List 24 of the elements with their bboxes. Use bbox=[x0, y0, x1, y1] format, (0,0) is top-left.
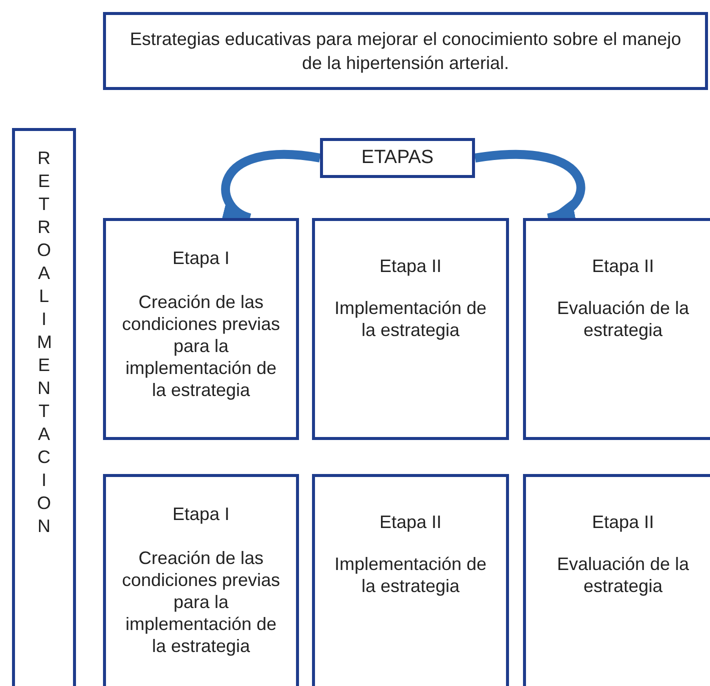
stage-box bbox=[312, 218, 509, 440]
stage-heading: Etapa II bbox=[379, 511, 442, 533]
stage-box bbox=[523, 218, 710, 440]
label-box bbox=[320, 138, 475, 178]
stage-description: Implementación de la estrategia bbox=[333, 297, 488, 341]
side-banner bbox=[12, 128, 76, 686]
stage-heading: Etapa II bbox=[592, 511, 654, 533]
stage-description: Creación de las condiciones previas para la implementación de la estrategia bbox=[120, 291, 282, 401]
stage-heading: Etapa I bbox=[172, 247, 230, 269]
stage-box bbox=[103, 218, 299, 440]
banner-text: RETROALIMENTACION bbox=[37, 147, 51, 538]
stage-box bbox=[523, 474, 710, 686]
label-text: ETAPAS bbox=[361, 147, 434, 169]
title-box bbox=[103, 12, 708, 90]
stage-heading: Etapa I bbox=[172, 503, 230, 525]
stage-heading: Etapa II bbox=[379, 255, 442, 277]
stage-box bbox=[312, 474, 509, 686]
stage-description: Creación de las condiciones previas para la implementación de la estrategia bbox=[120, 547, 282, 657]
stage-description: Evaluación de la estrategia bbox=[556, 553, 690, 597]
stage-description: Evaluación de la estrategia bbox=[556, 297, 690, 341]
stage-description: Implementación de la estrategia bbox=[333, 553, 488, 597]
title-text: Estrategias educativas para mejorar el conocimiento sobre el manejo de la hipertensión arterial. bbox=[128, 28, 682, 75]
stage-box bbox=[103, 474, 299, 686]
stage-heading: Etapa II bbox=[592, 255, 654, 277]
